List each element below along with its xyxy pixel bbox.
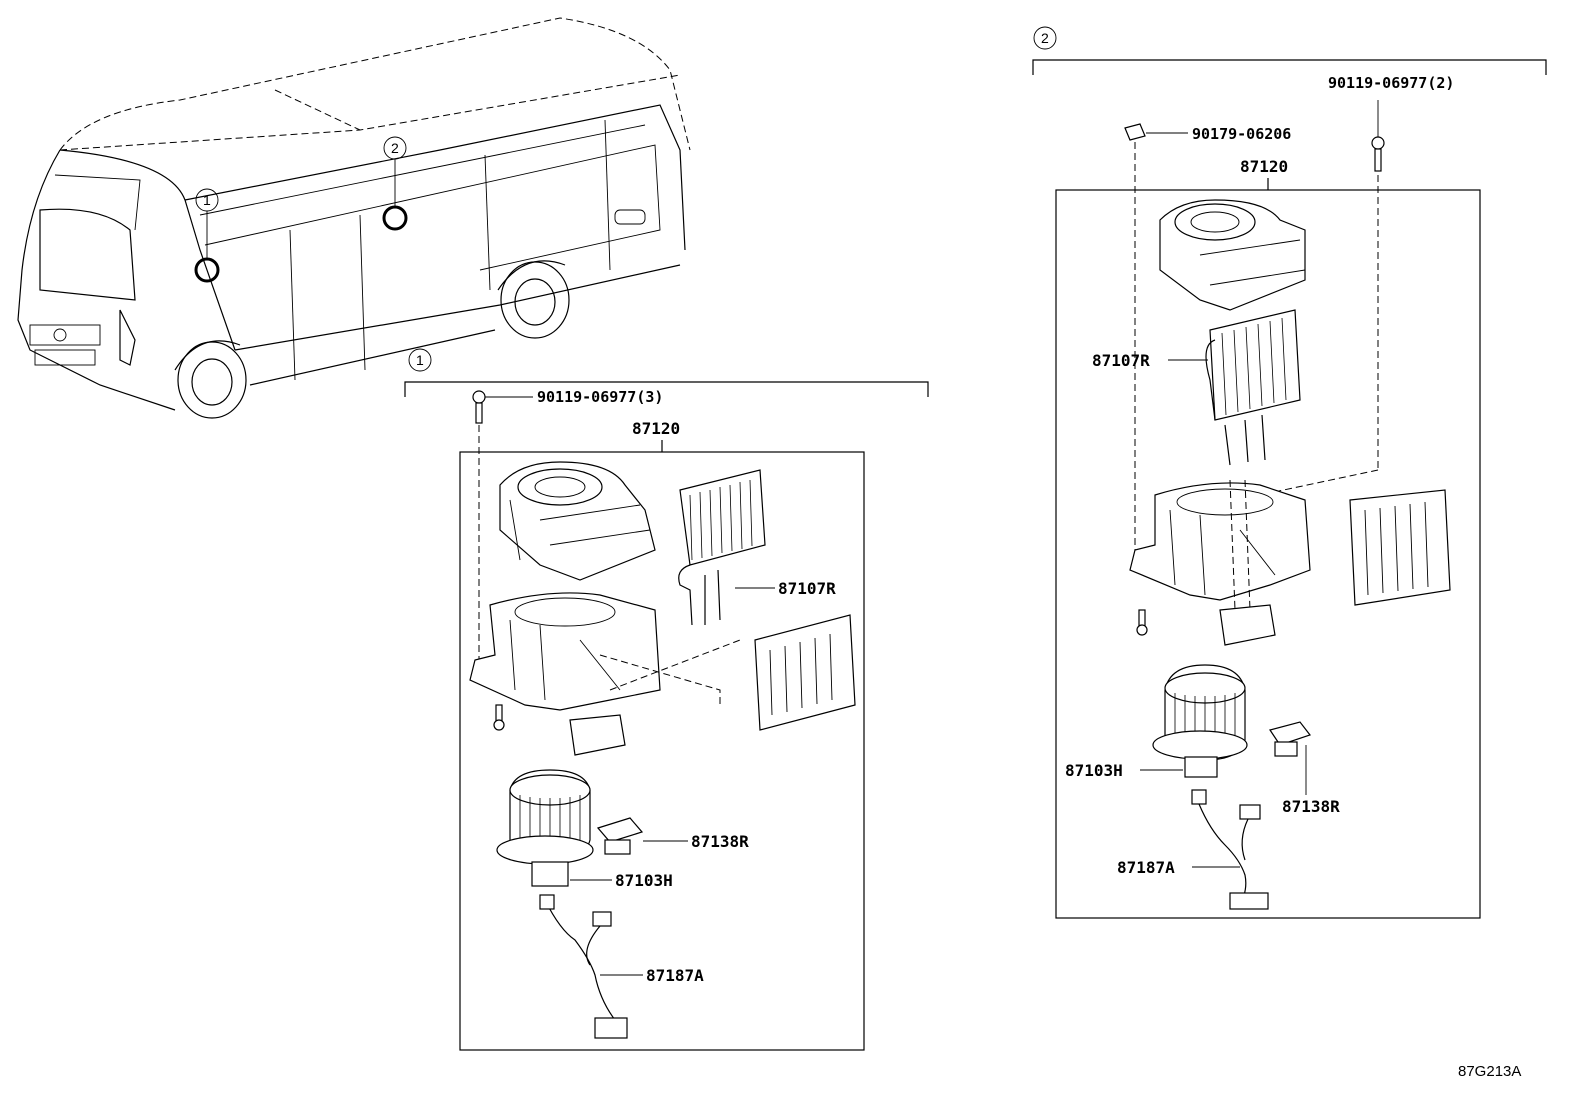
left-lower-case-icon — [469, 592, 741, 711]
right-assembly-label: 87120 — [1240, 157, 1288, 176]
left-resistor-label: 87138R — [691, 832, 749, 851]
left-wire-label: 87187A — [646, 966, 704, 985]
left-bolt-icon — [472, 390, 533, 660]
right-upper-case-icon — [1159, 199, 1306, 311]
bus-callout-one: 1 — [203, 192, 211, 208]
left-blower-motor-icon — [496, 769, 612, 887]
right-blower-motor-icon — [1140, 664, 1248, 778]
right-lower-case-icon — [1129, 479, 1311, 611]
left-group-callout: 1 — [416, 352, 424, 368]
left-resistor-plate-icon — [754, 614, 856, 731]
left-screw-icon — [493, 704, 505, 731]
right-resistor-icon — [1269, 721, 1311, 795]
right-screw-icon — [1136, 609, 1148, 636]
right-group-callout: 2 — [1041, 30, 1049, 46]
right-wire-label: 87187A — [1117, 858, 1175, 877]
left-wire-harness-icon — [539, 894, 643, 1039]
right-servo-icon — [1219, 604, 1276, 646]
bus-illustration — [17, 17, 691, 419]
right-wire-harness-icon — [1191, 789, 1269, 910]
right-evaporator-icon — [1168, 309, 1301, 466]
left-bolt-label: 90119-06977(3) — [537, 388, 663, 406]
right-group-frame — [1032, 26, 1547, 919]
right-motor-label: 87103H — [1065, 761, 1123, 780]
diagram-code: 87G213A — [1458, 1063, 1521, 1080]
left-upper-case-icon — [499, 461, 656, 581]
left-assembly-label: 87120 — [632, 419, 680, 438]
left-servo-icon — [569, 714, 626, 756]
right-resistor-plate-icon — [1349, 489, 1451, 606]
left-resistor-icon — [596, 817, 688, 855]
right-bolt-label: 90119-06977(2) — [1328, 74, 1454, 92]
right-evaporator-label: 87107R — [1092, 351, 1150, 370]
left-evaporator-label: 87107R — [778, 579, 836, 598]
left-group-frame — [404, 348, 929, 1051]
left-evaporator-icon — [678, 469, 775, 626]
right-nut-icon — [1124, 123, 1188, 560]
right-nut-label: 90179-06206 — [1192, 125, 1291, 143]
right-bolt-icon — [1259, 100, 1385, 496]
bus-callout-two: 2 — [391, 140, 399, 156]
left-motor-label: 87103H — [615, 871, 673, 890]
right-resistor-label: 87138R — [1282, 797, 1340, 816]
